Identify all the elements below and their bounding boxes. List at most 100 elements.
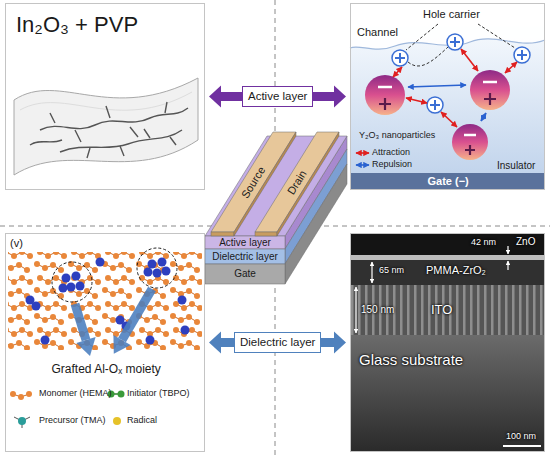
label-text: ITO xyxy=(431,302,452,318)
polymer-illustration xyxy=(158,258,167,267)
figure-panel: In₂O₃ + PVP xyxy=(5,3,205,190)
hole-carrier xyxy=(395,53,405,63)
polymer-illustration xyxy=(153,269,162,278)
tft-device xyxy=(255,232,277,236)
nanoparticle xyxy=(464,134,476,137)
leader-line xyxy=(408,47,448,66)
force-arrow xyxy=(406,98,427,103)
hole-carrier xyxy=(427,97,443,113)
sem-image xyxy=(350,335,545,452)
tft-device xyxy=(205,132,347,284)
polymer-illustration xyxy=(181,326,190,335)
panel-title: In₂O₃ + PVP xyxy=(16,12,138,38)
figure-panel: 42 nmZnO65 nmPMMA-ZrO₂150 nmITOGlass sub… xyxy=(350,233,545,452)
force-arrow xyxy=(505,62,517,73)
label-text: 65 nm xyxy=(379,265,404,276)
nanoparticle xyxy=(484,93,496,105)
sem-image xyxy=(350,260,545,285)
force-arrow xyxy=(461,49,478,71)
polymer-illustration xyxy=(52,262,92,302)
force-arrow xyxy=(441,112,457,127)
label-text: Glass substrate xyxy=(359,351,463,369)
channel-illustration xyxy=(350,173,545,190)
nanofiber-sheet xyxy=(5,3,205,190)
sem-image xyxy=(350,233,545,452)
legend-symbol xyxy=(26,391,32,397)
label-text: Channel xyxy=(357,26,398,39)
nanofiber-sheet xyxy=(30,140,62,145)
polymer-illustration xyxy=(137,248,177,288)
sem-image xyxy=(507,246,508,254)
sem-image xyxy=(350,255,545,260)
label-text: 100 nm xyxy=(506,431,536,442)
polymer-illustration xyxy=(75,289,152,356)
polymer-illustration xyxy=(26,258,190,345)
polymer-illustration xyxy=(62,274,71,283)
legend-label: Radical xyxy=(127,415,157,426)
nanoparticle xyxy=(465,145,475,155)
channel-illustration xyxy=(350,3,545,190)
hole-carrier xyxy=(517,50,527,60)
legend-symbol xyxy=(10,391,16,397)
legend-label: Initiator (TBPO) xyxy=(127,388,190,399)
nanoparticle xyxy=(470,70,510,110)
label-text: (v) xyxy=(10,237,23,250)
polymer-illustration xyxy=(113,335,130,354)
tft-device xyxy=(277,132,339,236)
polymer-illustration xyxy=(76,337,95,356)
hole-carrier xyxy=(392,50,408,66)
label-text: Grafted Al-Oₓ moiety xyxy=(52,362,161,376)
leader-line xyxy=(406,24,438,50)
label-text: Y₂O₃ nanoparticles xyxy=(359,130,435,141)
nanoparticle xyxy=(379,98,391,110)
electrode-strip: Source xyxy=(240,164,268,199)
sem-image xyxy=(371,262,372,283)
legend-label: Precursor (TMA) xyxy=(39,415,106,426)
polymer-illustration xyxy=(5,233,205,452)
channel-illustration xyxy=(350,3,545,190)
nanoparticle xyxy=(365,75,405,115)
polymer-illustration xyxy=(148,260,157,269)
nanoparticle xyxy=(365,70,510,160)
legend-symbol xyxy=(118,391,125,398)
label-text: Dielectric layer xyxy=(212,252,278,262)
label-text: Drain xyxy=(286,168,309,196)
polymer-illustration xyxy=(32,302,41,311)
label-text: 150 nm xyxy=(361,304,394,316)
label-text: Source xyxy=(240,164,268,199)
label-text: Hole carrier xyxy=(423,8,480,21)
polymer-illustration xyxy=(5,233,205,452)
nanofiber-sheet xyxy=(87,129,176,158)
polymer-illustration xyxy=(67,283,76,292)
sem-image xyxy=(350,285,545,335)
tft-device xyxy=(255,132,339,232)
polymer-illustration xyxy=(75,304,86,340)
polymer-illustration xyxy=(162,267,171,276)
label-text: Active layer xyxy=(219,238,271,248)
legend-label: Repulsion xyxy=(372,159,412,170)
force-arrow xyxy=(356,49,517,165)
legend-symbol xyxy=(113,417,121,425)
hole-carrier xyxy=(447,34,463,50)
sem-image xyxy=(355,287,356,333)
nanofiber-sheet xyxy=(5,3,205,190)
polymer-illustration xyxy=(144,268,153,277)
nanoparticle xyxy=(483,81,497,84)
legend-label: Monomer (HEMA) xyxy=(39,388,112,399)
legend-label: Attraction xyxy=(372,147,410,158)
polymer-illustration xyxy=(52,248,177,302)
force-arrow xyxy=(356,164,369,166)
label-text: PMMA-ZrO₂ xyxy=(426,264,486,277)
hole-carrier xyxy=(514,47,530,63)
legend-symbol xyxy=(18,394,24,400)
polymer-illustration xyxy=(8,252,202,350)
leader-line xyxy=(478,24,515,48)
double-arrow xyxy=(209,86,346,108)
hole-carrier xyxy=(450,37,460,47)
polymer-illustration xyxy=(122,289,152,340)
polymer-illustration xyxy=(178,296,187,305)
tft-device xyxy=(205,249,285,264)
